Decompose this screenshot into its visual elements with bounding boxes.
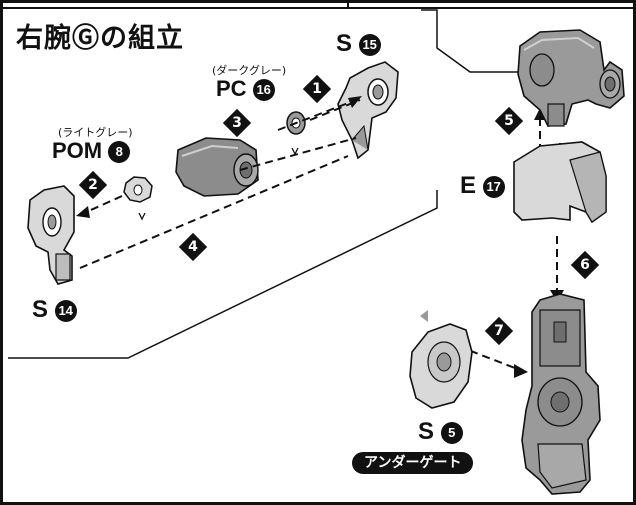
region-border-top <box>421 9 520 73</box>
step-7-number: 7 <box>494 323 504 339</box>
part-shoulder <box>517 29 625 127</box>
label-s15-letter: S <box>336 30 353 57</box>
label-s14-letter: S <box>32 296 49 323</box>
step-1-number: 1 <box>312 81 322 97</box>
label-s14: S 14 <box>32 298 77 322</box>
under-gate-badge: アンダーゲート <box>352 452 474 474</box>
step-marker-4: 4 <box>178 232 208 262</box>
part-pom8 <box>123 176 153 221</box>
label-s5-letter: S <box>418 418 435 445</box>
step-marker-1: 1 <box>302 74 332 104</box>
label-pc16-number: 16 <box>252 79 275 101</box>
step-4-number: 4 <box>188 239 198 255</box>
label-pom8-number: 8 <box>108 141 131 163</box>
label-pc16-letter: PC <box>216 76 247 101</box>
label-pom8-letter: POM <box>52 138 103 163</box>
arrow-heads <box>76 96 564 378</box>
step-6-number: 6 <box>580 257 590 273</box>
part-s5 <box>409 310 473 409</box>
step-5-number: 5 <box>504 113 514 129</box>
label-e17-letter: E <box>460 172 477 199</box>
part-elbow-joint <box>175 137 259 197</box>
step-marker-7: 7 <box>484 316 514 346</box>
note-pom8: (ライトグレー) <box>58 126 133 139</box>
page-title: 右腕Ⓖの組立 <box>16 23 184 54</box>
label-pc16: PC 16 <box>216 78 275 101</box>
part-e17 <box>513 141 607 224</box>
label-s5-number: 5 <box>440 422 463 444</box>
part-forearm <box>521 293 601 495</box>
label-s14-number: 14 <box>54 300 77 322</box>
step-2-number: 2 <box>88 177 98 193</box>
label-e17-number: 17 <box>482 176 505 198</box>
region-border-bottom <box>8 190 438 359</box>
step-marker-3: 3 <box>222 108 252 138</box>
step-marker-5: 5 <box>494 106 524 136</box>
label-e17: E 17 <box>460 174 505 198</box>
step-3-number: 3 <box>232 115 242 131</box>
note-pc16: (ダークグレー) <box>212 64 287 77</box>
label-s15-number: 15 <box>358 34 381 56</box>
label-s15: S 15 <box>336 32 381 56</box>
label-pom8: POM 8 <box>52 138 131 163</box>
step-marker-2: 2 <box>78 170 108 200</box>
part-s15 <box>337 61 399 160</box>
part-pc16 <box>286 111 306 156</box>
step-marker-6: 6 <box>570 250 600 280</box>
part-s14 <box>27 185 75 285</box>
label-s5: S 5 <box>418 420 463 444</box>
